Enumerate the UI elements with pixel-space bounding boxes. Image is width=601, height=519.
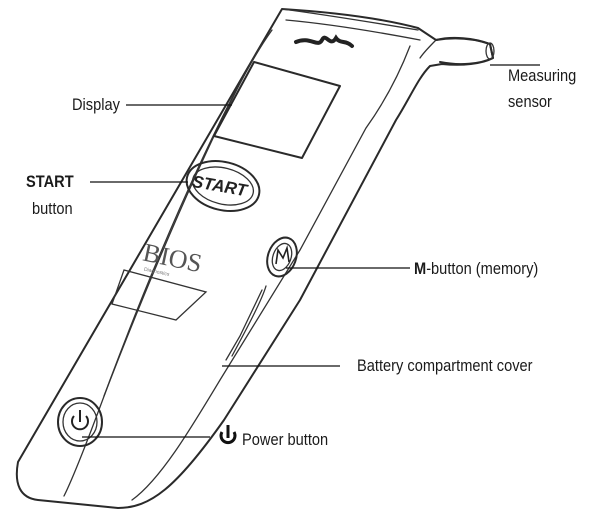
thermometer-body-outline xyxy=(15,8,494,509)
body-right-contour-2 xyxy=(419,39,437,59)
label-battery-cover: Battery compartment cover xyxy=(357,356,533,375)
label-sensor: sensor xyxy=(508,92,552,111)
label-display: Display xyxy=(72,95,120,114)
bios-logo-mark xyxy=(294,34,354,48)
power-label-icon xyxy=(219,425,237,445)
label-m-button: M-button (memory) xyxy=(414,259,538,279)
label-measuring: Measuring xyxy=(508,66,577,85)
battery-compartment-seam xyxy=(225,285,267,361)
m-button[interactable] xyxy=(262,233,302,280)
label-start-button: button xyxy=(32,199,73,218)
measuring-sensor-tip xyxy=(435,36,494,66)
m-icon xyxy=(275,244,290,265)
sensor-tip-end xyxy=(485,42,495,60)
label-m-bold: M xyxy=(414,259,427,278)
start-button-text: START xyxy=(191,172,250,201)
body-left-edge-line-2 xyxy=(103,43,263,397)
label-start-bold: START xyxy=(26,172,74,191)
label-m-rest: -button (memory) xyxy=(426,259,539,278)
start-button[interactable]: START xyxy=(181,154,264,218)
power-icon xyxy=(71,410,89,431)
lower-window xyxy=(111,269,208,321)
label-start: START xyxy=(26,172,74,192)
top-ridge xyxy=(281,8,421,41)
power-button[interactable] xyxy=(57,397,103,447)
display-window xyxy=(213,61,341,159)
body-right-contour xyxy=(131,45,411,501)
label-power-button: Power button xyxy=(242,430,329,449)
brand-subtitle: Diagnostics xyxy=(143,267,170,278)
